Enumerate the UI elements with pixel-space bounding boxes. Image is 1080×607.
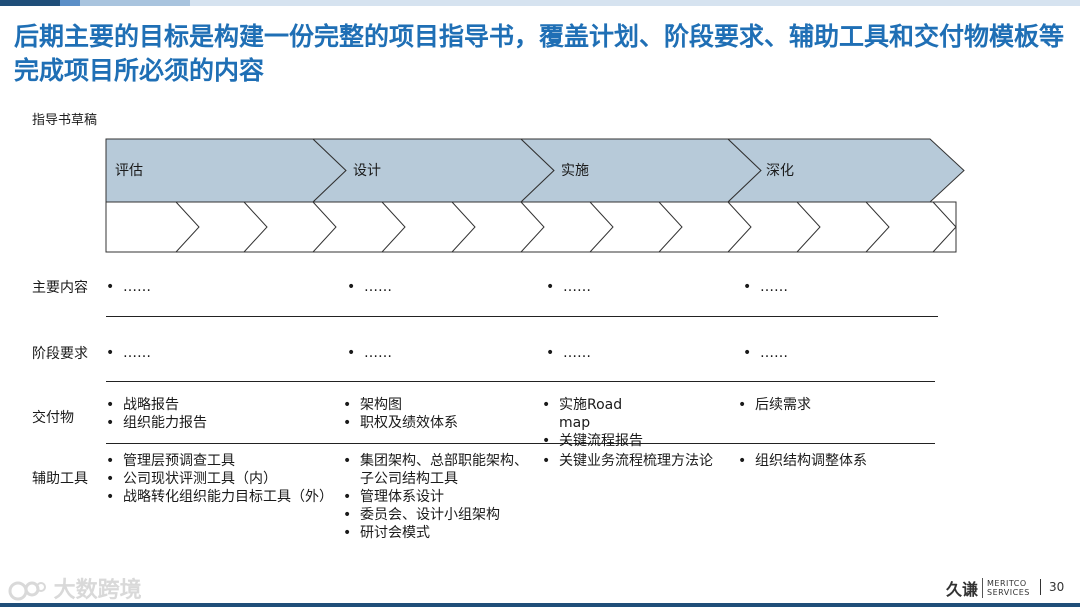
cell-req-assess: …… <box>106 344 151 362</box>
cell-deliverables-assess: 战略报告 组织能力报告 <box>106 396 207 432</box>
list-item: 组织结构调整体系 <box>738 452 867 470</box>
list-item: 关键业务流程梳理方法论 <box>542 452 713 470</box>
process-flow-diagram <box>105 138 965 253</box>
list-item: 委员会、设计小组架构 <box>343 506 533 524</box>
row-divider <box>106 443 935 444</box>
phase-chevron-2 <box>311 138 555 203</box>
list-item: 管理体系设计 <box>343 488 533 506</box>
list-item: 集团架构、总部职能架构、子公司结构工具 <box>343 452 533 488</box>
brand-logo: 久谦 MERITCO SERVICES <box>946 576 1030 600</box>
cell-tools-deepen: 组织结构调整体系 <box>738 452 867 470</box>
row-label-support-tools: 辅助工具 <box>32 471 88 487</box>
list-item: …… <box>743 344 788 362</box>
step-arrow-row <box>105 201 957 253</box>
cell-tools-implement: 关键业务流程梳理方法论 <box>542 452 713 470</box>
cell-main-implement: …… <box>546 278 591 296</box>
list-item: …… <box>347 344 392 362</box>
cell-main-deepen: …… <box>743 278 788 296</box>
draft-label: 指导书草稿 <box>32 113 98 128</box>
watermark: 大数跨境 <box>8 572 142 604</box>
list-item: 战略报告 <box>106 396 207 414</box>
list-item: 后续需求 <box>738 396 811 414</box>
list-item: 公司现状评测工具（内） <box>106 470 333 488</box>
watermark-text: 大数跨境 <box>53 578 142 603</box>
list-item: 组织能力报告 <box>106 414 207 432</box>
phase-chevron-4 <box>726 138 965 203</box>
brand-name-en: MERITCO SERVICES <box>987 579 1030 597</box>
cell-main-assess: …… <box>106 278 151 296</box>
list-item: 实施Roadmap <box>542 396 632 432</box>
page-number-divider <box>1040 579 1041 595</box>
cell-tools-assess: 管理层预调查工具 公司现状评测工具（内） 战略转化组织能力目标工具（外） <box>106 452 333 506</box>
list-item: 研讨会模式 <box>343 524 533 542</box>
list-item: 关键流程报告 <box>542 432 643 450</box>
list-item: …… <box>546 344 591 362</box>
cell-deliverables-design: 架构图 职权及绩效体系 <box>343 396 458 432</box>
phase-label-3: 实施 <box>561 163 589 179</box>
row-divider <box>106 316 938 317</box>
list-item: …… <box>743 278 788 296</box>
cell-req-design: …… <box>347 344 392 362</box>
page-number: 30 <box>1049 580 1065 594</box>
list-item: …… <box>106 278 151 296</box>
cell-deliverables-deepen: 后续需求 <box>738 396 811 414</box>
cell-req-implement: …… <box>546 344 591 362</box>
list-item: 管理层预调查工具 <box>106 452 333 470</box>
phase-chevrons <box>105 138 965 203</box>
cell-deliverables-implement: 实施Roadmap 关键流程报告 <box>542 396 643 450</box>
slide-title: 后期主要的目标是构建一份完整的项目指导书，覆盖计划、阶段要求、辅助工具和交付物模… <box>14 22 1065 85</box>
brand-separator <box>982 578 984 598</box>
phase-chevron-3 <box>519 138 762 203</box>
row-label-main-content: 主要内容 <box>32 280 88 296</box>
cell-req-deepen: …… <box>743 344 788 362</box>
top-accent-bar <box>0 0 1080 6</box>
phase-label-1: 评估 <box>115 163 143 179</box>
list-item: 战略转化组织能力目标工具（外） <box>106 488 333 506</box>
watermark-logo-icon <box>8 581 46 601</box>
row-divider <box>106 381 935 382</box>
list-item: …… <box>546 278 591 296</box>
row-label-deliverables: 交付物 <box>32 410 74 426</box>
bottom-accent-bar <box>0 603 1080 607</box>
cell-tools-design: 集团架构、总部职能架构、子公司结构工具 管理体系设计 委员会、设计小组架构 研讨… <box>343 452 533 542</box>
cell-main-design: …… <box>347 278 392 296</box>
brand-name-cn: 久谦 <box>946 580 979 599</box>
row-label-stage-requirements: 阶段要求 <box>32 346 88 362</box>
list-item: 架构图 <box>343 396 458 414</box>
list-item: 职权及绩效体系 <box>343 414 458 432</box>
list-item: …… <box>106 344 151 362</box>
phase-label-2: 设计 <box>353 163 381 179</box>
list-item: …… <box>347 278 392 296</box>
phase-label-4: 深化 <box>766 163 794 179</box>
